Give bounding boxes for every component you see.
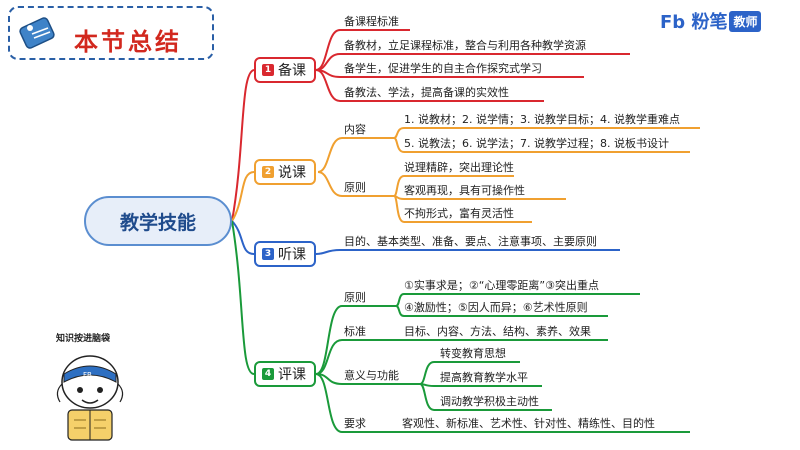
talk-principle-label: 原则: [344, 181, 366, 194]
connector-center-listen: [231, 220, 255, 255]
talk-principle-item: 说理精辟，突出理论性: [404, 161, 514, 174]
brand-logo: Fb 粉笔教师: [660, 8, 762, 34]
prepare-item: 备教法、学法，提高备课的实效性: [344, 86, 509, 99]
eval-meaning-label: 意义与功能: [344, 369, 399, 382]
branch-eval: 4 评课: [254, 361, 316, 387]
eval-standard-text: 目标、内容、方法、结构、素养、效果: [404, 325, 591, 338]
listen-item: 目的、基本类型、准备、要点、注意事项、主要原则: [344, 235, 597, 248]
prepare-item: 备学生，促进学生的自主合作探究式学习: [344, 62, 542, 75]
branch-prepare: 1 备课: [254, 57, 316, 83]
branch-label: 备课: [278, 63, 306, 79]
eval-meaning-item: 调动教学积极主动性: [440, 395, 539, 408]
branch-label: 听课: [278, 247, 306, 263]
brand-mark-icon: Fb: [660, 12, 686, 33]
branch-listen: 3 听课: [254, 241, 316, 267]
branch-label: 评课: [278, 367, 306, 383]
connector-center-talk: [231, 171, 255, 222]
talk-content-item: 5. 说教法；6. 说学法；7. 说教学过程；8. 说板书设计: [404, 137, 669, 150]
eval-meaning-item: 提高教育教学水平: [440, 371, 528, 384]
branch-number: 4: [262, 368, 274, 380]
branch-number: 3: [262, 248, 274, 260]
eval-principle-item: ①实事求是；②“心理零距离”③突出重点: [404, 279, 599, 292]
connector-center-eval: [231, 220, 255, 375]
talk-content-item: 1. 说教材；2. 说学情；3. 说教学目标；4. 说教学重难点: [404, 113, 680, 126]
branch-label: 说课: [278, 165, 306, 181]
brand-tag: 教师: [729, 11, 762, 32]
connector-center-prepare: [231, 69, 255, 222]
tag-icon: [19, 17, 55, 49]
mascot-caption: 知识按进脑袋: [56, 334, 111, 344]
eval-require-label: 要求: [344, 417, 366, 430]
eval-principle-item: ④激励性；⑤因人而异；⑥艺术性原则: [404, 301, 588, 314]
prepare-item: 备课程标准: [344, 15, 399, 28]
prepare-item: 备教材，立足课程标准，整合与利用各种教学资源: [344, 39, 586, 52]
title-banner: 本节总结: [8, 6, 214, 60]
eval-require-text: 客观性、新标准、艺术性、针对性、精练性、目的性: [402, 417, 655, 430]
branch-number: 2: [262, 166, 274, 178]
talk-principle-item: 不拘形式，富有灵活性: [404, 207, 514, 220]
center-node: 教学技能: [84, 196, 232, 246]
brand-name: 粉笔: [691, 12, 728, 33]
svg-text:FB: FB: [83, 371, 92, 379]
branch-number: 1: [262, 64, 274, 76]
page-title: 本节总结: [74, 27, 182, 56]
eval-standard-label: 标准: [344, 325, 366, 338]
talk-principle-item: 客观再现，具有可操作性: [404, 184, 525, 197]
branch-talk: 2 说课: [254, 159, 316, 185]
eval-meaning-item: 转变教育思想: [440, 347, 506, 360]
talk-content-label: 内容: [344, 123, 366, 136]
mascot-illustration: FB: [56, 355, 124, 441]
eval-principle-label: 原则: [344, 291, 366, 304]
